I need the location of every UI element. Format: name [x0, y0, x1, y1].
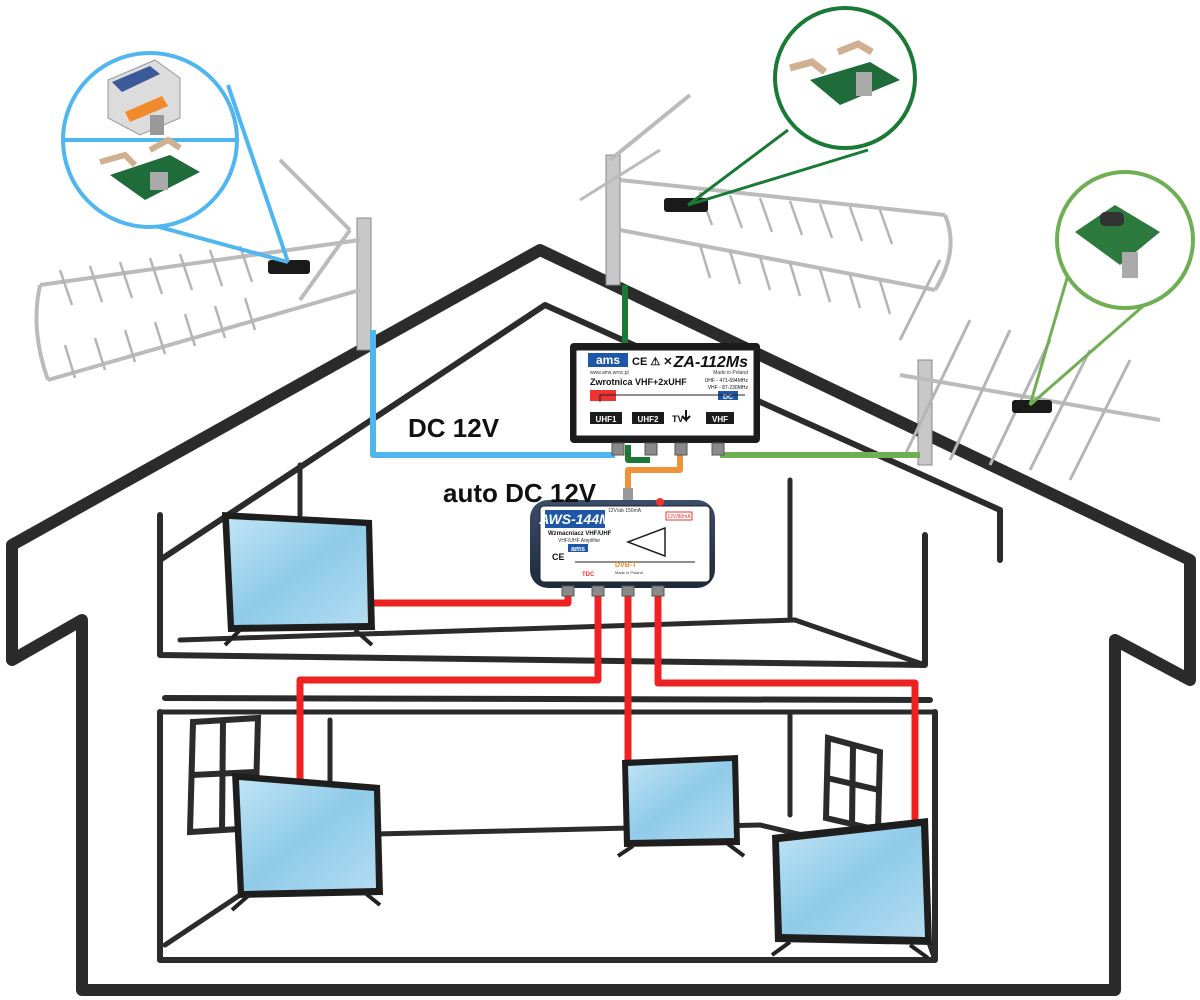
- tv-icon: [230, 773, 383, 912]
- window-right: [822, 734, 884, 834]
- splitter-brand: ams: [596, 353, 620, 367]
- splitter-dc-badge: DC: [723, 394, 733, 401]
- tv-icon: [616, 755, 746, 858]
- splitter-port-vhf: VHF: [712, 415, 728, 424]
- amplifier-model: AWS-144M: [538, 511, 611, 527]
- uhf-yagi-antenna-icon: [579, 93, 953, 315]
- antenna-amplifier-module-icon: [107, 59, 181, 136]
- splitter-marks: CE ⚠ ✕: [632, 356, 672, 368]
- cable-tv-lower-left: [296, 590, 602, 782]
- dc-power-label: DC 12V: [408, 413, 500, 443]
- amplifier-tdc: TDC: [582, 572, 595, 578]
- auto-dc-power-label: auto DC 12V: [443, 478, 597, 508]
- amplifier-ce: CE: [552, 552, 565, 562]
- cable-tv-lower-right: [654, 590, 919, 822]
- cable-tv-attic: [370, 590, 572, 607]
- left-antenna-zoom-callout: [61, 51, 290, 264]
- top-antenna-zoom-callout: [687, 6, 917, 207]
- cable-top-antenna-lower: [625, 445, 650, 463]
- amplifier-subtitle2: VHF/UHF Amplifier: [558, 538, 601, 544]
- antenna-pcb-icon: [99, 136, 200, 200]
- amplifier-power: 12V/ab 150mA: [608, 508, 642, 514]
- amplifier-device: AWS-144M 12V/ab 150mA Wzmacniacz VHF/UHF…: [530, 488, 715, 597]
- antenna-pcb-icon: [789, 40, 900, 105]
- amplifier-subtitle: Wzmacniacz VHF/UHF: [548, 531, 612, 537]
- splitter-port-uhf1: UHF1: [596, 415, 617, 424]
- amplifier-badge: 12V/80mA: [667, 514, 691, 520]
- tv-icon: [222, 512, 375, 647]
- vhf-antenna-icon: [898, 259, 1161, 481]
- right-antenna-zoom-callout: [1028, 170, 1195, 407]
- splitter-uhf-range: UHF - 471-694MHz: [705, 378, 749, 384]
- cable-left-antenna: [370, 330, 615, 458]
- amplifier-made-in: Made in Poland: [615, 570, 643, 575]
- tv-icon: [770, 818, 932, 960]
- antenna-pcb-icon: [1075, 205, 1160, 278]
- splitter-made-in: Made in Poland: [713, 370, 748, 376]
- uhf-yagi-antenna-icon: [34, 158, 372, 382]
- amplifier-dvb: DVB-T: [615, 562, 637, 569]
- splitter-description: Zwrotnica VHF+2xUHF: [590, 377, 687, 387]
- splitter-port-tv: TV: [672, 414, 684, 424]
- splitter-model: ZA-112Ms: [673, 354, 748, 371]
- splitter-port-uhf2: UHF2: [638, 415, 659, 424]
- splitter-site: www.ams.wroc.pl: [590, 370, 629, 376]
- amplifier-brand: ams: [571, 546, 585, 553]
- splitter-vhf-range: VHF - 87-230MHz: [708, 385, 749, 391]
- cable-amp-feed: [625, 450, 683, 490]
- splitter-device: ams CE ⚠ ✕ ZA-112Ms www.ams.wroc.pl Made…: [570, 343, 760, 456]
